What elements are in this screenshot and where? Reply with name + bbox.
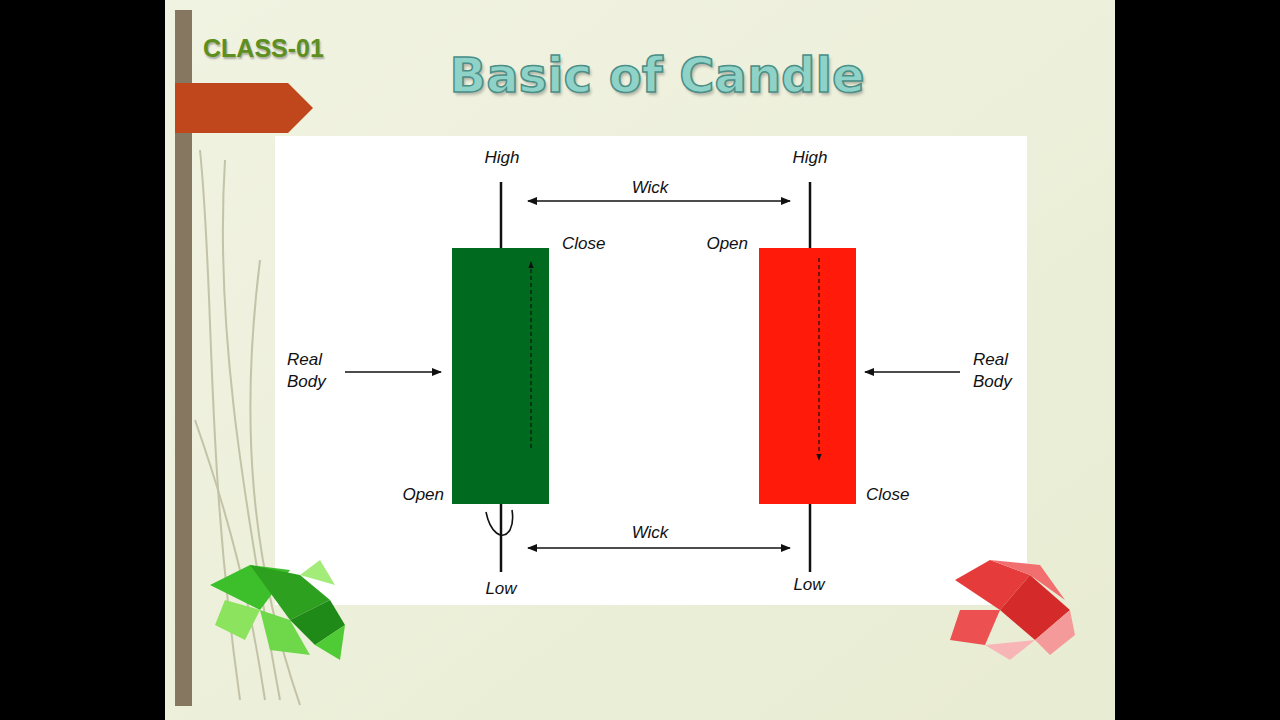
bearish-body [759, 248, 856, 504]
wick-arrow [528, 547, 790, 549]
direction-arrow [530, 262, 531, 448]
lower-wick [809, 504, 812, 572]
slide-ground [165, 0, 1115, 720]
upper-wick [500, 182, 503, 248]
body-arrow [345, 371, 441, 373]
open-label: Open [706, 233, 748, 255]
body-label: Real Body [287, 349, 339, 393]
high-label: High [793, 147, 828, 169]
bear-decor [950, 560, 1075, 660]
arrow-tab [175, 83, 313, 133]
wick-arrow [528, 200, 790, 202]
bullish-body [452, 248, 549, 504]
class-label: CLASS-01 [203, 32, 324, 65]
close-label: Close [562, 233, 605, 255]
body-arrow [865, 371, 960, 373]
upper-wick [809, 182, 812, 248]
slide-title: Basic of Candle [450, 47, 865, 103]
low-label: Low [485, 578, 516, 600]
high-label: High [485, 147, 520, 169]
diagram-panel [275, 136, 1027, 605]
direction-arrow [818, 258, 819, 460]
low-label: Low [793, 574, 824, 596]
wick-label: Wick [632, 522, 669, 544]
lower-wick [500, 504, 503, 572]
body-label: Real Body [973, 349, 1025, 393]
wick-label: Wick [632, 177, 669, 199]
open-label: Open [402, 484, 444, 506]
close-label: Close [866, 484, 909, 506]
bull-decor [210, 560, 345, 660]
hook-mark [486, 510, 513, 535]
